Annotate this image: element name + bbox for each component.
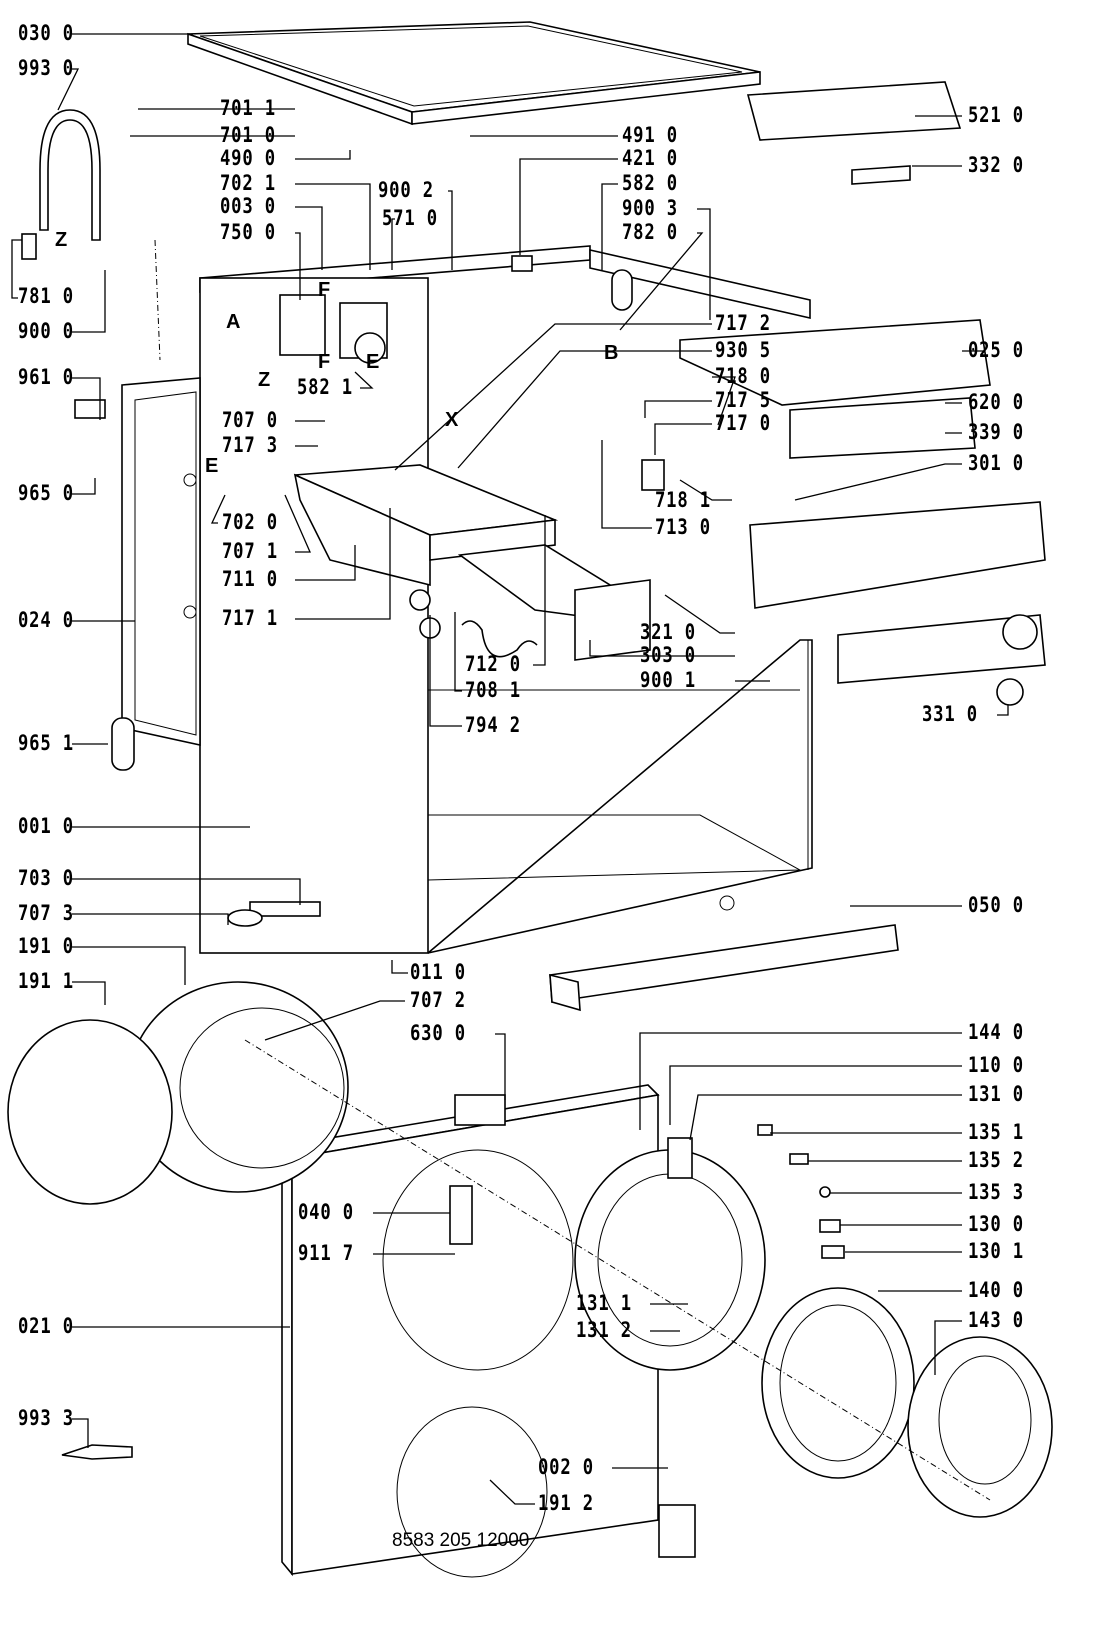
part-label-717-5: 717 5	[715, 388, 771, 412]
part-label-717-3: 717 3	[222, 433, 278, 457]
part-label-571-0: 571 0	[382, 206, 438, 230]
part-label-040-0: 040 0	[298, 1200, 354, 1224]
part-label-707-0: 707 0	[222, 408, 278, 432]
part-label-135-3: 135 3	[968, 1180, 1024, 1204]
detergent-dispenser	[293, 464, 651, 661]
part-label-717-2: 717 2	[715, 311, 771, 335]
part-label-135-1: 135 1	[968, 1120, 1024, 1144]
part-label-993-0: 993 0	[18, 56, 74, 80]
part-label-900-3: 900 3	[622, 196, 678, 220]
part-label-900-2: 900 2	[378, 178, 434, 202]
part-label-718-1: 718 1	[655, 488, 711, 512]
part-label-911-7: 911 7	[298, 1241, 354, 1265]
ref-letter-f: F	[318, 351, 331, 373]
part-label-900-0: 900 0	[18, 319, 74, 343]
ref-letter-a: A	[226, 311, 241, 333]
part-label-630-0: 630 0	[410, 1021, 466, 1045]
part-label-782-0: 782 0	[622, 220, 678, 244]
part-label-331-0: 331 0	[922, 702, 978, 726]
tub-front	[7, 981, 349, 1205]
part-label-003-0: 003 0	[220, 194, 276, 218]
part-label-131-0: 131 0	[968, 1082, 1024, 1106]
part-label-021-0: 021 0	[18, 1314, 74, 1338]
part-label-110-0: 110 0	[968, 1053, 1024, 1077]
door-assembly	[574, 1149, 1053, 1518]
part-label-025-0: 025 0	[968, 338, 1024, 362]
part-label-708-1: 708 1	[465, 678, 521, 702]
part-label-707-1: 707 1	[222, 539, 278, 563]
ref-letter-f: F	[318, 279, 331, 301]
part-label-713-0: 713 0	[655, 515, 711, 539]
part-label-303-0: 303 0	[640, 643, 696, 667]
part-label-131-1: 131 1	[576, 1291, 632, 1315]
part-label-332-0: 332 0	[968, 153, 1024, 177]
part-label-582-1: 582 1	[297, 375, 353, 399]
ref-letter-z: Z	[55, 229, 68, 251]
part-label-717-1: 717 1	[222, 606, 278, 630]
leader-lines	[11, 33, 1009, 1505]
part-label-712-0: 712 0	[465, 652, 521, 676]
ref-letter-e: E	[205, 455, 219, 477]
drawing-number: 8583 205 12000	[392, 1530, 530, 1551]
part-label-135-2: 135 2	[968, 1148, 1024, 1172]
part-label-191-1: 191 1	[18, 969, 74, 993]
part-label-702-0: 702 0	[222, 510, 278, 534]
part-label-993-3: 993 3	[18, 1406, 74, 1430]
part-label-140-0: 140 0	[968, 1278, 1024, 1302]
part-label-703-0: 703 0	[18, 866, 74, 890]
kick-plate	[549, 924, 899, 1012]
ref-letter-z: Z	[258, 369, 271, 391]
side-panel	[121, 377, 201, 746]
part-label-191-2: 191 2	[538, 1491, 594, 1515]
part-label-011-0: 011 0	[410, 960, 466, 984]
part-label-521-0: 521 0	[968, 103, 1024, 127]
front-panel	[280, 1084, 696, 1578]
part-label-620-0: 620 0	[968, 390, 1024, 414]
part-label-702-1: 702 1	[220, 171, 276, 195]
part-label-707-2: 707 2	[410, 988, 466, 1012]
part-label-144-0: 144 0	[968, 1020, 1024, 1044]
part-label-339-0: 339 0	[968, 420, 1024, 444]
part-label-961-0: 961 0	[18, 365, 74, 389]
part-label-750-0: 750 0	[220, 220, 276, 244]
part-label-717-0: 717 0	[715, 411, 771, 435]
part-label-131-2: 131 2	[576, 1318, 632, 1342]
part-label-707-3: 707 3	[18, 901, 74, 925]
ref-letter-e: E	[366, 351, 380, 373]
part-label-191-0: 191 0	[18, 934, 74, 958]
part-label-701-0: 701 0	[220, 123, 276, 147]
part-label-301-0: 301 0	[968, 451, 1024, 475]
part-label-421-0: 421 0	[622, 146, 678, 170]
ref-letter-b: B	[604, 342, 619, 364]
part-label-030-0: 030 0	[18, 21, 74, 45]
part-label-130-1: 130 1	[968, 1239, 1024, 1263]
part-label-130-0: 130 0	[968, 1212, 1024, 1236]
part-label-491-0: 491 0	[622, 123, 678, 147]
small-parts	[21, 109, 845, 1460]
part-label-490-0: 490 0	[220, 146, 276, 170]
part-label-718-0: 718 0	[715, 364, 771, 388]
part-label-965-1: 965 1	[18, 731, 74, 755]
part-label-002-0: 002 0	[538, 1455, 594, 1479]
part-label-900-1: 900 1	[640, 668, 696, 692]
control-panel-parts	[679, 81, 1046, 706]
part-label-024-0: 024 0	[18, 608, 74, 632]
part-label-794-2: 794 2	[465, 713, 521, 737]
part-label-930-5: 930 5	[715, 338, 771, 362]
part-label-321-0: 321 0	[640, 620, 696, 644]
part-label-001-0: 001 0	[18, 814, 74, 838]
part-label-582-0: 582 0	[622, 171, 678, 195]
part-label-781-0: 781 0	[18, 284, 74, 308]
center-axis	[154, 239, 991, 1501]
top-lid	[187, 21, 761, 126]
ref-letter-x: X	[445, 409, 459, 431]
part-label-143-0: 143 0	[968, 1308, 1024, 1332]
part-label-711-0: 711 0	[222, 567, 278, 591]
part-label-965-0: 965 0	[18, 481, 74, 505]
part-label-050-0: 050 0	[968, 893, 1024, 917]
part-label-701-1: 701 1	[220, 96, 276, 120]
